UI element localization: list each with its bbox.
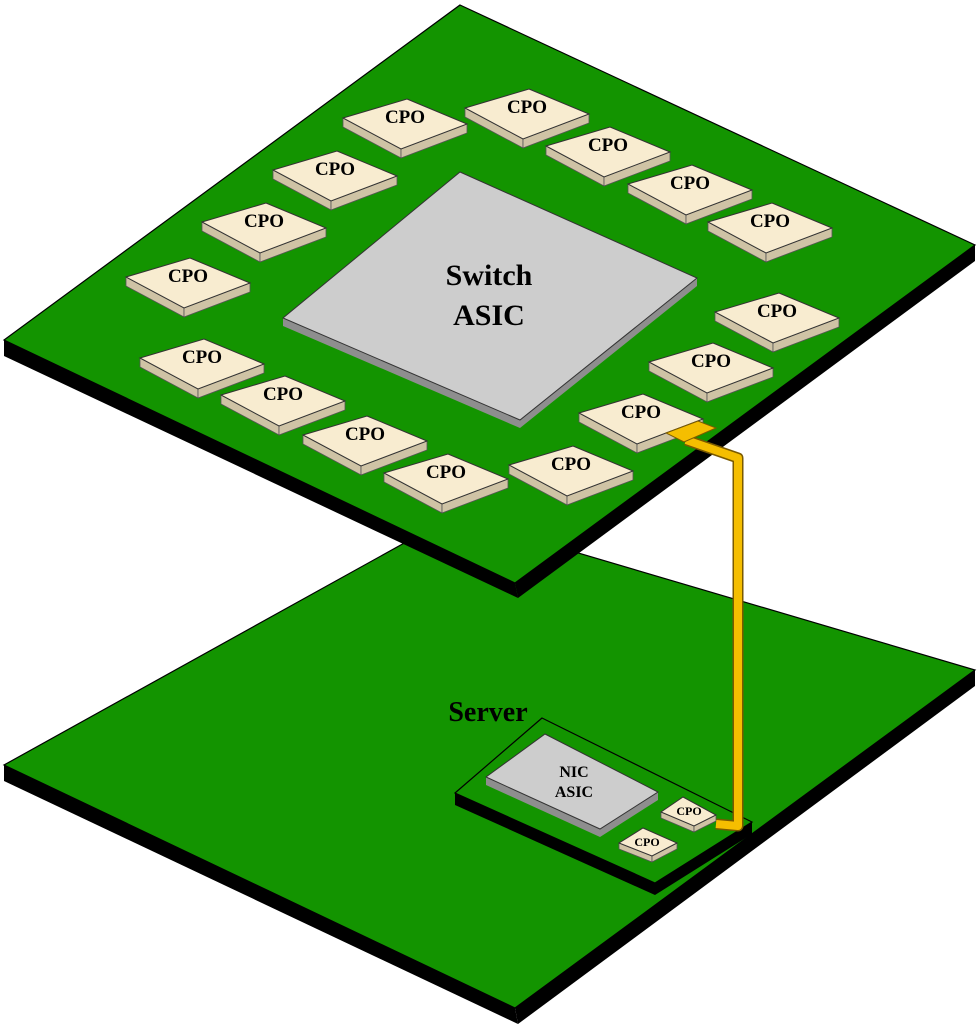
switch-cpo-15-label: CPO (426, 462, 466, 483)
optical-fiber-link (664, 420, 744, 832)
server-cpo-1: CPO (659, 796, 718, 833)
cpo-top-face (626, 164, 754, 216)
switch-cpo-1: CPO (341, 98, 469, 159)
cpo-top-face (706, 202, 834, 254)
switch-asic-label-line1: Switch (446, 259, 533, 292)
cpo-top-face (713, 292, 841, 344)
switch-cpo-6-label: CPO (315, 159, 355, 180)
server-cpo-2: CPO (617, 827, 679, 863)
switch-cpo-5: CPO (706, 202, 834, 263)
switch-cpo-14: CPO (301, 415, 429, 476)
switch-cpo-11: CPO (577, 393, 705, 454)
switch-cpo-12: CPO (138, 338, 266, 399)
server-title: Server (448, 697, 527, 728)
cpo-top-face (577, 393, 705, 445)
switch-cpo-7: CPO (200, 202, 328, 263)
switch-cpo-3-label: CPO (588, 135, 628, 156)
switch-asic-label-line2: ASIC (453, 299, 525, 332)
switch-cpo-2-label: CPO (507, 97, 547, 118)
cpo-top-face (463, 88, 591, 140)
switch-cpo-16: CPO (507, 445, 635, 506)
switch-cpo-15: CPO (382, 453, 510, 514)
cpo-top-face (382, 453, 510, 505)
cpo-top-face (301, 415, 429, 467)
cpo-top-face (647, 342, 775, 394)
server-cpo-2-label: CPO (634, 835, 659, 849)
switch-cpo-1-label: CPO (385, 107, 425, 128)
cpo-top-face (219, 375, 347, 427)
nic-asic-label-line2: ASIC (555, 784, 593, 801)
fiber-connector (664, 420, 718, 443)
nic-asic-chip: NIC ASIC (485, 733, 660, 837)
switch-cpo-16-label: CPO (551, 454, 591, 475)
switch-asic-chip: Switch ASIC (282, 171, 698, 428)
switch-cpo-3: CPO (544, 126, 672, 187)
switch-cpo-4: CPO (626, 164, 754, 225)
switch-cpo-7-label: CPO (244, 211, 284, 232)
switch-cpo-12-label: CPO (182, 347, 222, 368)
switch-cpo-10-label: CPO (691, 351, 731, 372)
switch-cpo-8: CPO (124, 257, 252, 318)
switch-cpo-9-label: CPO (757, 301, 797, 322)
switch-cpo-2: CPO (463, 88, 591, 149)
cpo-top-face (271, 150, 399, 202)
switch-cpo-8-label: CPO (168, 266, 208, 287)
cpo-top-face (341, 98, 469, 150)
switch-cpo-13: CPO (219, 375, 347, 436)
server-board (2, 515, 977, 1024)
switch-cpo-10: CPO (647, 342, 775, 403)
switch-cpo-6: CPO (271, 150, 399, 211)
switch-cpo-14-label: CPO (345, 424, 385, 445)
cpo-top-face (200, 202, 328, 254)
switch-cpo-9: CPO (713, 292, 841, 353)
server-cpo-1-label: CPO (676, 804, 701, 818)
switch-cpo-11-label: CPO (621, 402, 661, 423)
cpo-top-face (138, 338, 266, 390)
nic-asic-label-line1: NIC (559, 764, 588, 781)
cpo-top-face (124, 257, 252, 309)
switch-cpo-13-label: CPO (263, 384, 303, 405)
switch-cpo-5-label: CPO (750, 211, 790, 232)
cpo-top-face (544, 126, 672, 178)
switch-cpo-array: CPO CPO CPO CPO CPO CPO CPO CPO CPO CPO CPO CPO CPO C… (124, 88, 841, 514)
switch-cpo-4-label: CPO (670, 173, 710, 194)
cpo-top-face (507, 445, 635, 497)
